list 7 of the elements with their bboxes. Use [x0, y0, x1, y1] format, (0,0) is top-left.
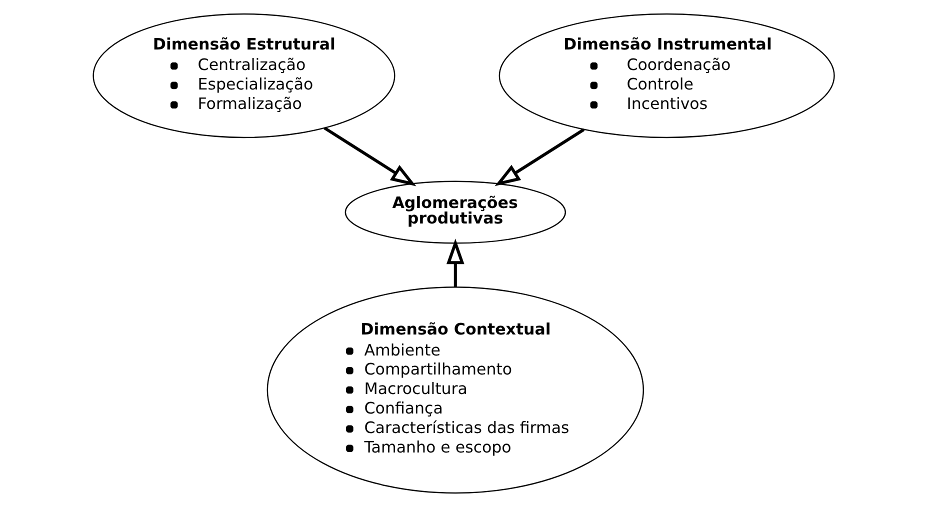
node-ellipse: Dimensão Instrumental Coordenação Controle Incentivos [498, 12, 834, 138]
arrow [446, 238, 464, 286]
node-ellipse: Aglomerações produtivas [344, 180, 566, 244]
arrow [494, 128, 584, 186]
node-ellipse: Dimensão Estrutural Centralização Especialização Formalização [92, 12, 395, 138]
arrow [323, 126, 416, 186]
node-ellipse: Dimensão Contextual Ambiente Compartilhamento Macrocultura Confiança Características das firmas Tamanho e escopo [266, 286, 644, 494]
